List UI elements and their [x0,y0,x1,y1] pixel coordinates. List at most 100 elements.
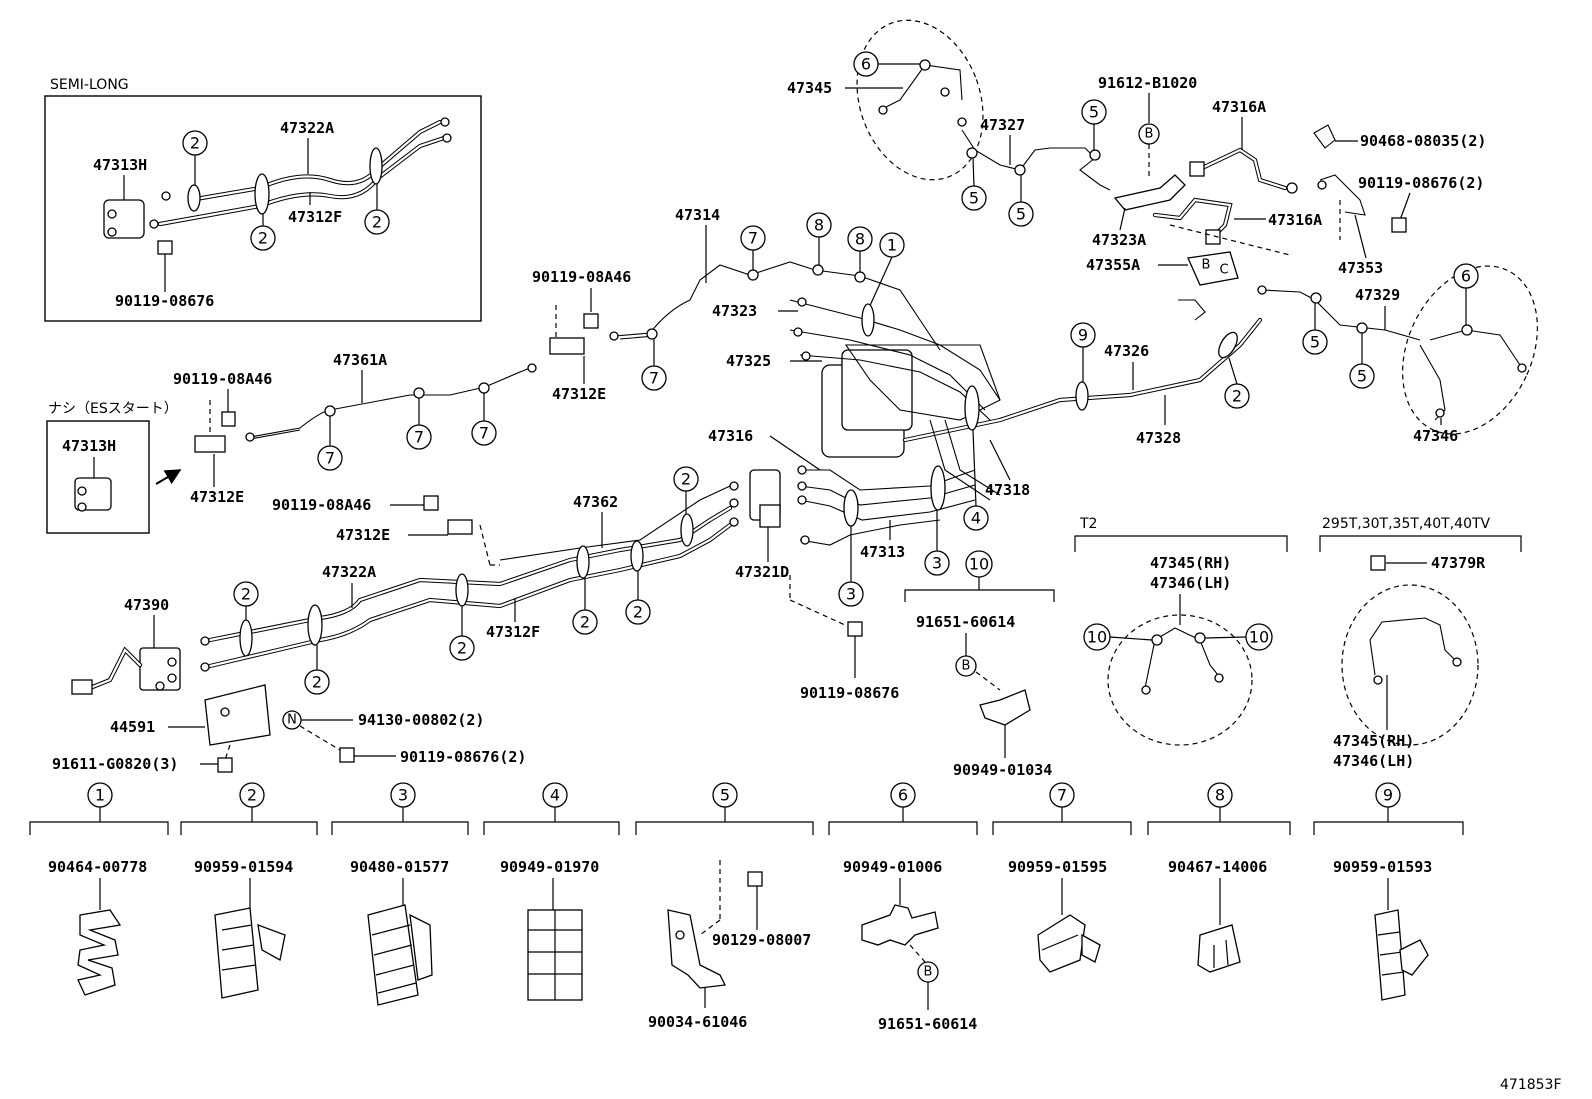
clamp-5-part: 90129-08007 [712,931,811,949]
svg-text:4: 4 [971,509,981,528]
wheel-boundary-t2 [1107,614,1253,746]
svg-text:8: 8 [1215,786,1225,805]
svg-text:6: 6 [1461,267,1471,286]
clamp-6-icon [861,904,939,946]
label-91612-b1020: 91612-B1020 [1098,74,1197,92]
svg-text:2: 2 [258,229,268,248]
clamp-2-part: 90959-01594 [194,858,293,876]
svg-text:6: 6 [898,786,908,805]
svg-text:3: 3 [846,585,856,604]
svg-text:1: 1 [887,236,897,255]
label-47316a-top: 47316A [1212,98,1266,116]
svg-text:7: 7 [479,424,489,443]
label-91611-g0820: 91611-G0820(3) [52,755,178,773]
svg-text:10: 10 [1087,628,1107,647]
label-91651-60614-a: 91651-60614 [916,613,1015,631]
label-47312e-a: 47312E [552,385,606,403]
semi-long-label: SEMI-LONG [50,77,129,93]
label-44591: 44591 [110,718,155,736]
t2-group: T2 47345(RH) 47346(LH) 10 10 [1074,516,1288,746]
nashi-arrow-icon [155,469,182,485]
clamp-7-icon [1037,914,1086,973]
clip-90949-01034 [979,689,1031,726]
svg-text:10: 10 [1249,628,1269,647]
svg-text:7: 7 [748,229,758,248]
nashi-box: ナシ（ESスタート） 47313H [46,401,182,534]
tube-47314-group: 47314 7 8 8 1 7 90119-08A46 47312E [532,206,941,403]
clamp-1-part: 90464-00778 [48,858,147,876]
label-47327: 47327 [980,116,1025,134]
tube-47314 [614,261,941,351]
clamp-6: 6 90949-01006 B 91651-60614 [828,782,978,1033]
bolt-icon-f [339,747,355,763]
svg-text:2: 2 [372,213,382,232]
label-47323a: 47323A [1092,231,1146,249]
connector-icon [71,679,93,695]
svg-text:1: 1 [95,786,105,805]
label-47345-rh-v: 47345(RH) [1333,732,1414,750]
junction-group: 47390 44591 N 94130-00802(2) 90119-08676… [52,596,526,773]
clamp-6-extra-part: 91651-60614 [878,1015,977,1033]
label-90119-08676-2b: 90119-08676(2) [400,748,526,766]
svg-text:2: 2 [681,470,691,489]
label-47312e-c: 47312E [336,526,390,544]
svg-text:N: N [287,713,297,728]
label-47355a: 47355A [1086,256,1140,274]
bracket-47323a [1113,174,1186,211]
svg-text:B: B [1202,258,1211,273]
svg-text:8: 8 [814,216,824,235]
label-47346-lh-v: 47346(LH) [1333,752,1414,770]
svg-text:2: 2 [457,639,467,658]
label-47316a-mid: 47316A [1268,211,1322,229]
clamp-8-icon [1197,924,1241,973]
tube-47327 [961,129,1111,191]
label-47326: 47326 [1104,342,1149,360]
clamp-8-part: 90467-14006 [1168,858,1267,876]
label-90119-08676-b: 90119-08676 [800,684,899,702]
label-47379r: 47379R [1431,554,1486,572]
clamp-legend: 1 90464-00778 2 90959-01594 3 90480-0157… [29,782,1464,1033]
svg-text:2: 2 [241,585,251,604]
label-47361a: 47361A [333,351,387,369]
label-90119-08a46-c: 90119-08A46 [272,496,371,514]
label-47314: 47314 [675,206,720,224]
bracket-47312e-c [447,519,473,535]
clamp-1-icon [77,909,122,996]
clamp-4-part: 90949-01970 [500,858,599,876]
wheel-boundary-variant [1341,584,1479,746]
clamp-7: 7 90959-01595 [992,782,1132,973]
label-47353: 47353 [1338,259,1383,277]
bracket-47312e-b [194,435,226,453]
svg-text:5: 5 [720,786,730,805]
nashi-47313h-label: 47313H [62,437,116,455]
svg-text:9: 9 [1383,786,1393,805]
label-94130-00802: 94130-00802(2) [358,711,484,729]
label-47325: 47325 [726,352,771,370]
clamp-2-icon [214,907,259,999]
label-47345: 47345 [787,79,832,97]
clamp-8: 8 90467-14006 [1147,782,1291,973]
svg-text:3: 3 [398,786,408,805]
bracket-47353 [1319,174,1366,216]
svg-text:3: 3 [932,554,942,573]
label-47321d: 47321D [735,563,789,581]
label-47318: 47318 [985,481,1030,499]
svg-text:C: C [1219,263,1228,278]
svg-text:6: 6 [861,55,871,74]
inset-bolt-icon [157,240,173,255]
label-47390: 47390 [124,596,169,614]
label-47329: 47329 [1355,286,1400,304]
svg-text:10: 10 [969,555,989,574]
label-47346: 47346 [1413,427,1458,445]
tube-47361a-group: 47361A 7 7 7 90119-08A46 47312E [173,351,537,506]
wheel-boundary-front-right [1402,265,1538,435]
label-90468-08035: 90468-08035(2) [1360,132,1486,150]
label-47362: 47362 [573,493,618,511]
variant-group: 295T,30T,35T,40T,40TV 47379R 47345(RH) 4… [1319,516,1522,770]
bolt-icon-d [423,495,439,511]
label-47316: 47316 [708,427,753,445]
clamp-2: 2 90959-01594 [180,782,318,999]
clamp-9-part: 90959-01593 [1333,858,1432,876]
bracket-47312e-a [549,337,585,355]
